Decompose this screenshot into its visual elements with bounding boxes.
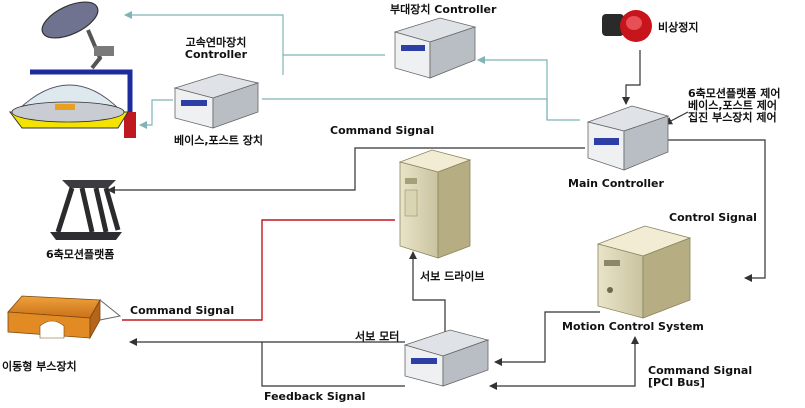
link-polisher-controller-to-arm: [125, 15, 385, 75]
link-main-to-mcs: [665, 139, 766, 282]
link-base-post-to-main: [262, 98, 548, 120]
main-controller-box: [586, 105, 670, 171]
emergency-stop-icon: [602, 10, 652, 42]
command-signal-left-label: Command Signal: [130, 304, 235, 317]
auxiliary-controller-box: [393, 17, 477, 79]
link-mcs-to-motor: [494, 311, 600, 366]
polisher-controller-label-2: Controller: [184, 48, 248, 61]
emergency-stop-label: 비상정지: [658, 21, 699, 34]
base-post-device-label: 베이스,포스트 장치: [174, 134, 263, 147]
link-notes-to-main: [664, 111, 689, 125]
main-controller-note-3: 집진 부스장치 제어: [688, 111, 777, 124]
servo-drive-tower: [398, 149, 472, 259]
dome-base-device-icon: [9, 69, 136, 138]
mobile-booth-icon: [7, 295, 122, 340]
polisher-controller-box: [173, 73, 260, 129]
motion-control-pc: [596, 225, 692, 319]
motion-control-system-label: Motion Control System: [562, 320, 704, 333]
command-signal-top-label: Command Signal: [330, 124, 435, 137]
command-signal-pci-label-1: Command Signal: [648, 364, 753, 377]
auxiliary-controller-label: 부대장치 Controller: [390, 3, 497, 16]
servo-motor-box: [403, 329, 490, 387]
link-feedback: [261, 342, 405, 387]
link-main-to-platform: [107, 147, 585, 194]
motion-platform-label: 6축모션플랫폼: [46, 248, 115, 261]
hexapod-platform-icon: [50, 180, 122, 240]
polisher-controller-label-1: 고속연마장치: [185, 36, 247, 49]
link-pci-bus: [489, 342, 636, 390]
link-drive-to-booth: [122, 219, 395, 321]
mobile-booth-label: 이동형 부스장치: [2, 360, 77, 373]
main-controller-note-1: 6축모션플랫폼 제어: [688, 87, 781, 100]
link-base-post-to-dome: [139, 99, 173, 129]
main-controller-note-2: 베이스,포스트 제어: [688, 99, 777, 112]
link-estop-to-main: [622, 50, 641, 105]
polisher-arm-icon: [41, 1, 114, 70]
control-signal-label: Control Signal: [669, 211, 757, 224]
servo-drive-label: 서보 드라이브: [420, 270, 485, 283]
feedback-signal-label: Feedback Signal: [264, 390, 366, 403]
servo-motor-label: 서보 모터: [355, 330, 400, 343]
main-controller-label: Main Controller: [568, 177, 664, 190]
link-motor-to-drive: [409, 251, 446, 340]
command-signal-pci-label-2: [PCI Bus]: [648, 376, 705, 389]
link-main-to-auxiliary: [477, 56, 580, 121]
